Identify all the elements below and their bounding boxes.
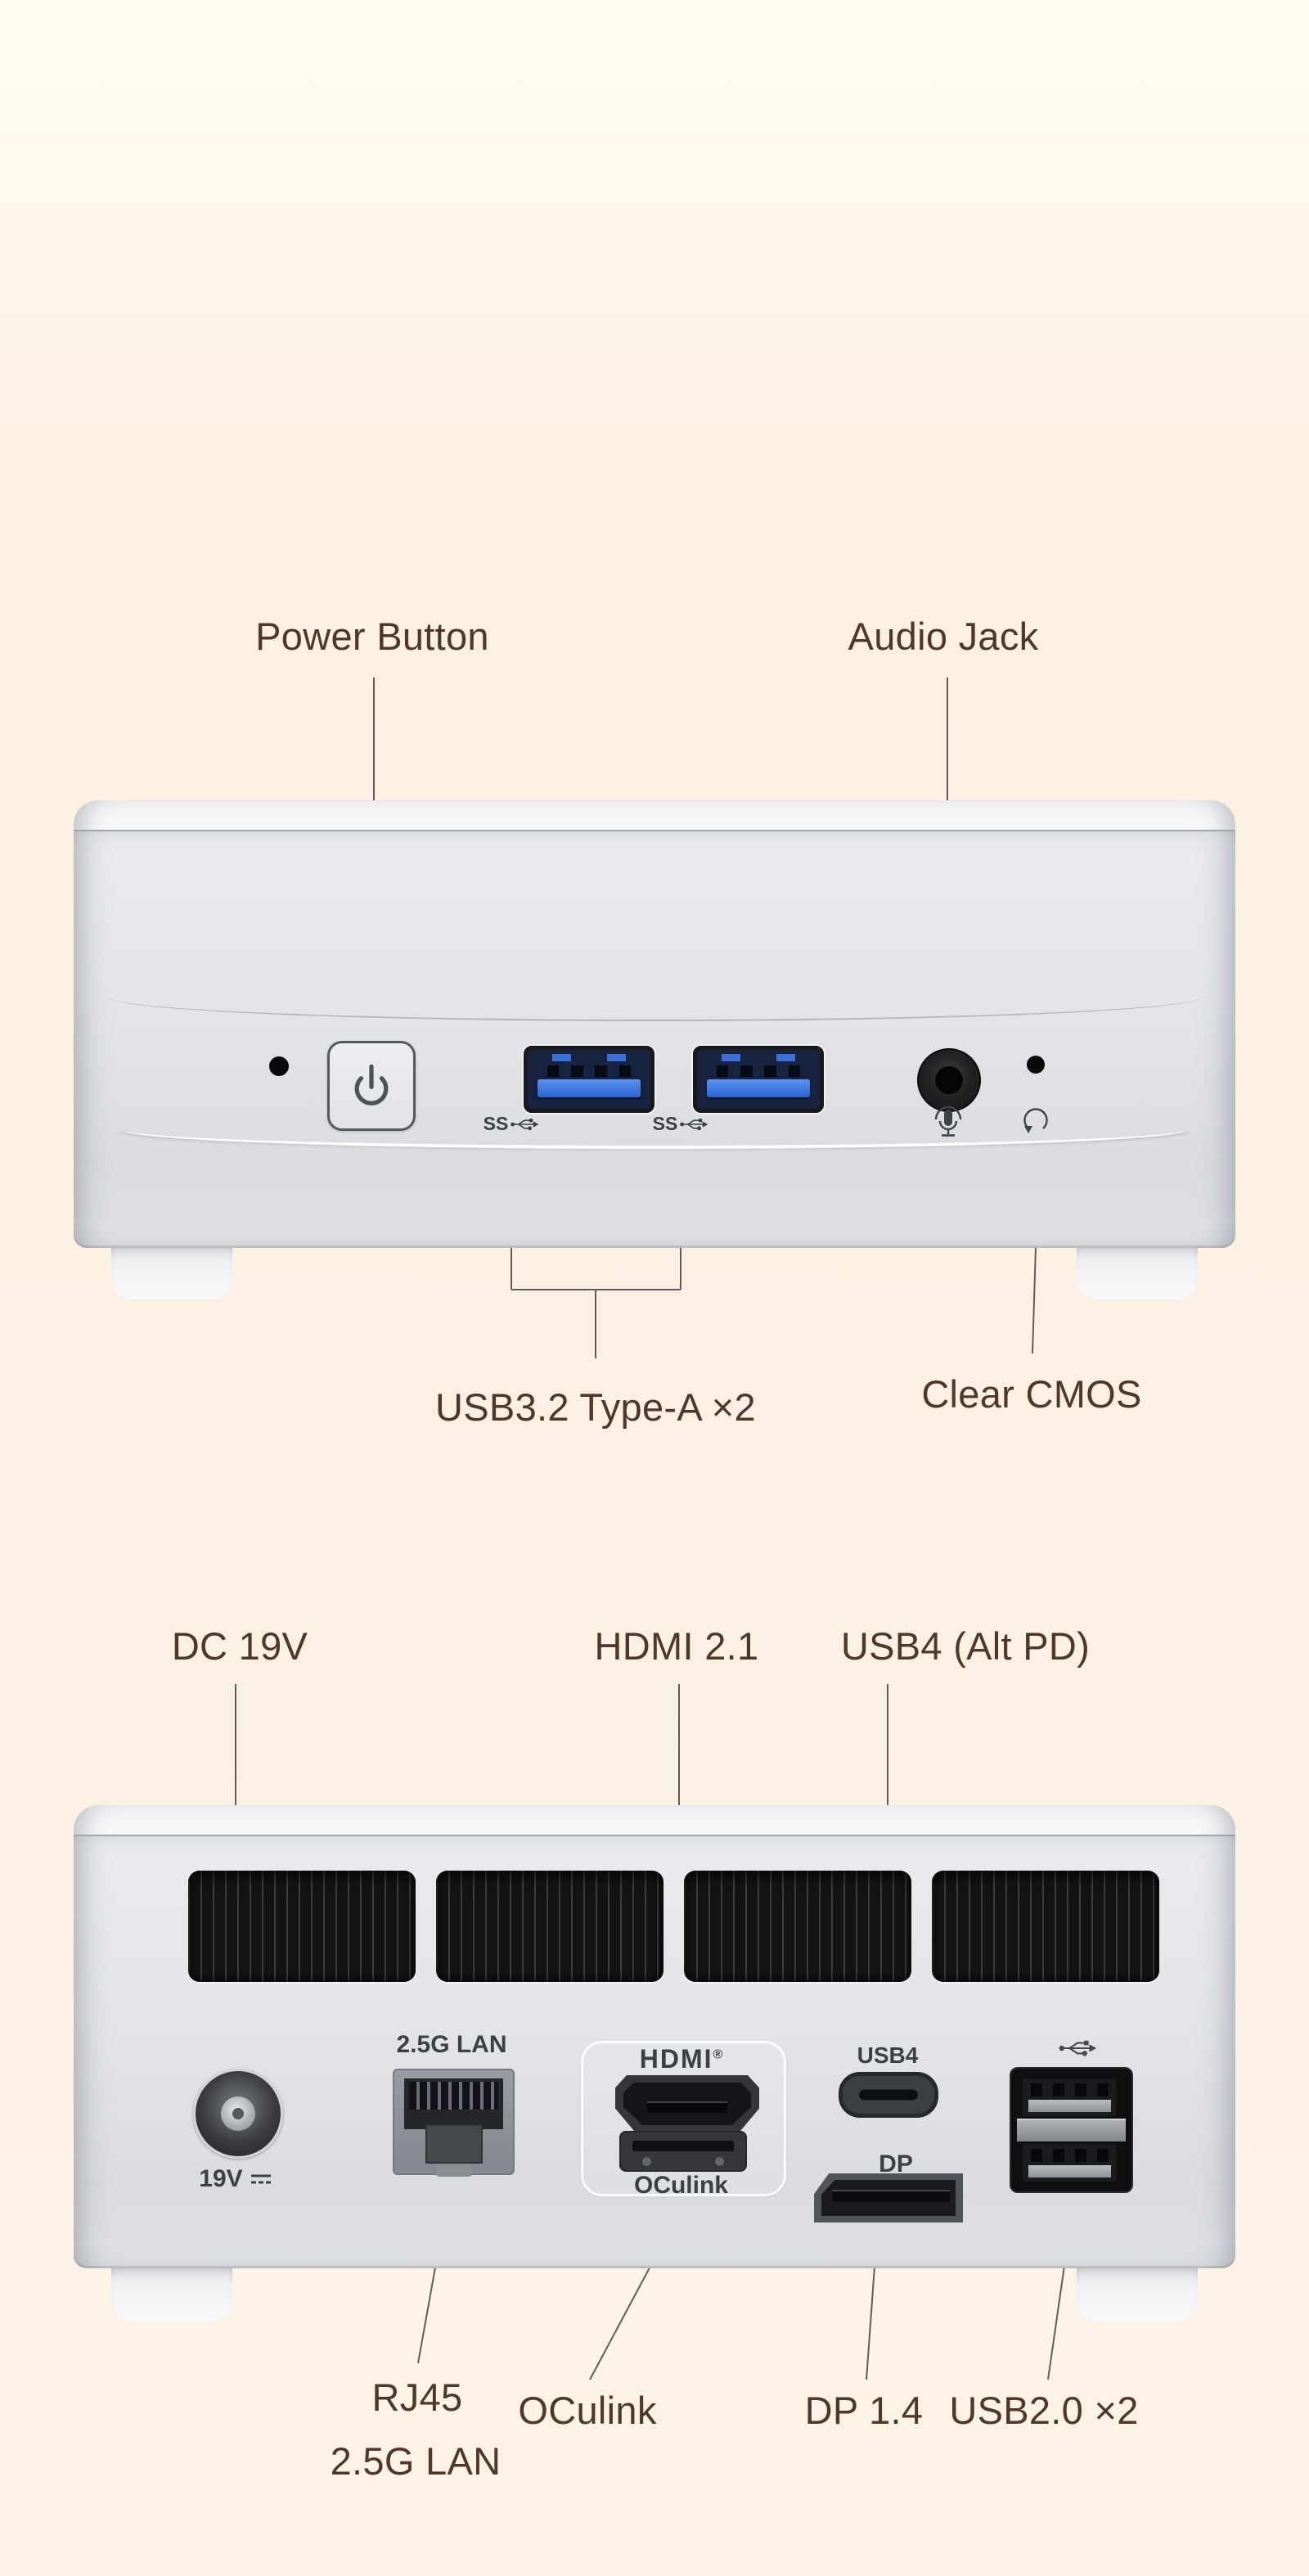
- ss-label: SS: [483, 1113, 509, 1134]
- callout-power-button: Power Button: [255, 615, 489, 658]
- callout-usb20: USB2.0 ×2: [949, 2389, 1139, 2432]
- usb-trident-icon: [1059, 2040, 1097, 2056]
- callout-audio-jack: Audio Jack: [848, 615, 1039, 658]
- front-foot-left: [111, 1242, 232, 1299]
- mini-pc-front-view: SS SS: [74, 800, 1235, 1304]
- oculink-slot: [632, 2141, 734, 2151]
- callout-25g-lan: 2.5G LAN: [330, 2439, 502, 2483]
- usb2-dual-port: [1010, 2067, 1133, 2193]
- ss-label: SS: [652, 1113, 678, 1134]
- vent-grille-1: [188, 1871, 416, 1982]
- displayport-port: [814, 2173, 963, 2222]
- oculink-screw-left: [642, 2157, 651, 2166]
- hdmi-contact-bar: [646, 2101, 728, 2114]
- rj45-latch: [435, 2165, 472, 2177]
- usb2-port-bottom: [1023, 2144, 1117, 2182]
- callout-hdmi-21: HDMI 2.1: [594, 1624, 759, 1668]
- rear-foot-right: [1077, 2263, 1198, 2321]
- usb-a-port-1: [524, 1046, 654, 1113]
- oculink-screw-right: [715, 2157, 724, 2166]
- hdmi-registered-mark: ®: [713, 2047, 723, 2062]
- usb-tongue: [707, 1079, 810, 1097]
- usb4-port-label: USB4: [857, 2042, 919, 2068]
- front-panel-gloss-line: [119, 1124, 1190, 1149]
- clear-cmos-pinhole: [1027, 1056, 1045, 1074]
- hdmi-port: [615, 2075, 759, 2132]
- dc-symbol-icon: [250, 2174, 271, 2184]
- usb-tabs: [722, 1054, 795, 1061]
- front-panel: [74, 831, 1235, 1248]
- usb2-port-top: [1023, 2078, 1117, 2116]
- callout-dp14: DP 1.4: [804, 2389, 924, 2432]
- front-panel-crease: [106, 995, 1203, 1021]
- callout-usb4-altpd: USB4 (Alt PD): [840, 1624, 1091, 1668]
- dc-power-jack: [193, 2069, 283, 2159]
- power-led: [269, 1056, 289, 1076]
- usb-contacts: [717, 1065, 800, 1078]
- vent-grille-3: [684, 1871, 911, 1982]
- usb-tongue: [538, 1079, 641, 1097]
- hdmi-logo: HDMI®: [581, 2044, 781, 2074]
- callout-dc-19v: DC 19V: [171, 1624, 308, 1668]
- front-foot-right: [1077, 1242, 1198, 1299]
- dp-port-label: DP: [879, 2150, 913, 2177]
- superspeed-usb-icon: SS: [646, 1113, 715, 1135]
- rj45-inner: [404, 2078, 503, 2129]
- rear-top-lip: [74, 1805, 1235, 1836]
- usb2-contacts: [1031, 2083, 1109, 2096]
- rj45-tab: [425, 2124, 483, 2164]
- dc-voltage-label: 19V: [170, 2165, 301, 2193]
- usb-tabs: [552, 1054, 626, 1061]
- rj45-pins: [409, 2082, 498, 2110]
- hdmi-logo-text: HDMI: [639, 2044, 713, 2074]
- headset-mic-icon: [934, 1106, 962, 1137]
- clear-cmos-reset-icon: [1023, 1108, 1048, 1133]
- callout-rj45: RJ45: [371, 2376, 463, 2419]
- vent-grille-4: [932, 1871, 1159, 1982]
- usb2-divider: [1017, 2120, 1126, 2141]
- callout-clear-cmos: Clear CMOS: [921, 1372, 1142, 1416]
- usb2-tongue: [1028, 2165, 1111, 2177]
- superspeed-usb-icon: SS: [477, 1113, 546, 1135]
- usb-a-port-2: [693, 1046, 824, 1113]
- callout-usb32-typea: USB3.2 Type-A ×2: [435, 1385, 756, 1429]
- dp-slot: [832, 2190, 950, 2202]
- rear-foot-left: [111, 2263, 232, 2321]
- dc-voltage-text: 19V: [199, 2165, 243, 2192]
- dc-jack-pin: [221, 2096, 255, 2131]
- oculink-port: [619, 2131, 747, 2172]
- lan-port-label: 2.5G LAN: [396, 2031, 507, 2058]
- audio-jack-port: [917, 1048, 981, 1112]
- usb4-type-c-port: [839, 2072, 938, 2118]
- usb-trident-icon: [680, 1118, 708, 1130]
- mini-pc-rear-view: 19V 2.5G LAN HDMI®: [74, 1805, 1235, 2324]
- front-top-lip: [74, 800, 1235, 831]
- oculink-port-label: OCulink: [633, 2172, 728, 2199]
- usb2-tongue: [1028, 2100, 1111, 2112]
- usb2-contacts: [1031, 2149, 1109, 2162]
- usb-contacts: [547, 1065, 631, 1078]
- usb-trident-icon: [511, 1118, 539, 1130]
- rj45-lan-port: [393, 2069, 515, 2177]
- vent-grille-2: [436, 1871, 663, 1982]
- usbc-slot: [859, 2089, 918, 2101]
- power-icon: [354, 1064, 389, 1106]
- power-button: [327, 1041, 416, 1131]
- callout-oculink: OCulink: [518, 2389, 657, 2432]
